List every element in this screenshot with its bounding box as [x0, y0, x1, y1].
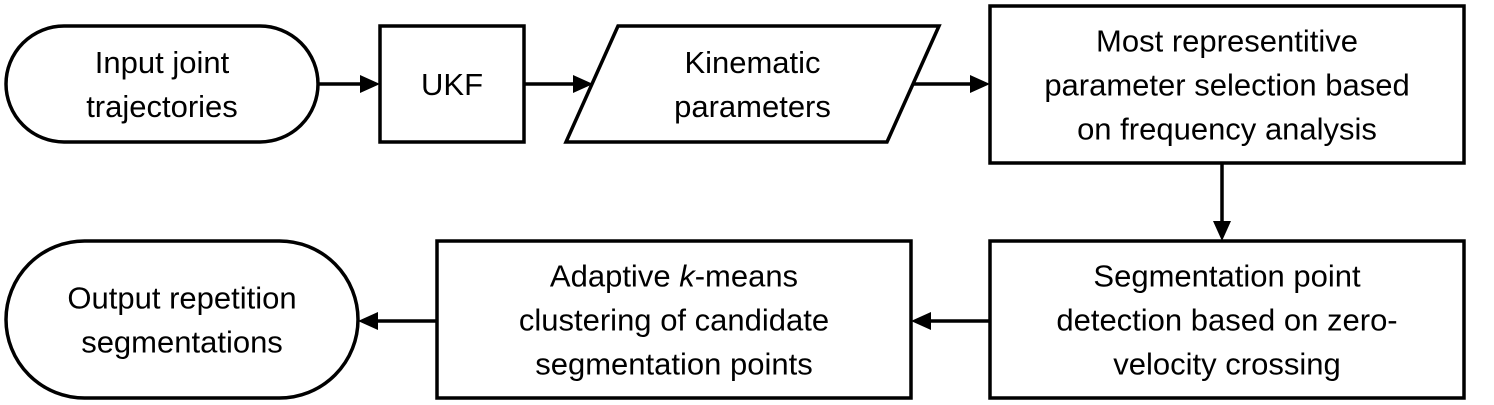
- kmeans-process-shape: [435, 239, 913, 400]
- arrowhead-icon: [358, 312, 378, 330]
- node-output: Output repetition segmentations: [4, 239, 360, 400]
- arrowhead-icon: [573, 75, 593, 93]
- kmeans-label-line-2: clustering of candidate: [519, 303, 829, 338]
- input-label-line-1: Input joint: [95, 45, 230, 80]
- node-kinematic: Kinematic parameters: [563, 24, 942, 144]
- arrowhead-icon: [970, 75, 990, 93]
- node-input: Input joint trajectories: [4, 24, 320, 144]
- arrowhead-icon: [360, 75, 380, 93]
- output-terminal-shape: [4, 239, 360, 400]
- node-selection: Most representitive parameter selection b…: [988, 4, 1466, 165]
- kinematic-label-line-2: parameters: [674, 89, 831, 124]
- ukf-label-line-1: UKF: [421, 67, 483, 102]
- segdetect-label-line-2: detection based on zero-: [1056, 303, 1397, 338]
- output-label-line-1: Output repetition: [67, 281, 296, 316]
- selection-process-shape: [988, 4, 1466, 165]
- arrowhead-icon: [1213, 221, 1231, 241]
- kmeans-label-line-1: Adaptive k-means: [550, 259, 798, 294]
- segdetect-label-line-3: velocity crossing: [1113, 347, 1340, 382]
- input-label-line-2: trajectories: [86, 89, 238, 124]
- arrowhead-icon: [911, 312, 931, 330]
- kinematic-label-line-1: Kinematic: [684, 45, 820, 80]
- arrow-segdetect-to-kmeans: [911, 312, 990, 330]
- arrow-kinematic-to-selection: [912, 75, 990, 93]
- kinematic-data-shape: [563, 24, 942, 144]
- arrow-kmeans-to-output: [358, 312, 437, 330]
- node-ukf: UKF: [378, 24, 526, 144]
- node-kmeans: Adaptive k-means clustering of candidate s…: [435, 239, 913, 400]
- output-label-line-2: segmentations: [81, 325, 283, 360]
- selection-label-line-2: parameter selection based: [1044, 68, 1409, 103]
- arrow-input-to-ukf: [318, 75, 380, 93]
- arrow-ukf-to-kinematic: [524, 75, 593, 93]
- arrow-selection-to-segdetect: [1213, 163, 1231, 241]
- selection-label-line-1: Most representitive: [1096, 24, 1358, 59]
- kmeans-label-line-3: segmentation points: [535, 347, 812, 382]
- selection-label-line-3: on frequency analysis: [1077, 112, 1377, 147]
- segdetect-process-shape: [988, 239, 1466, 400]
- segdetect-label-line-1: Segmentation point: [1093, 259, 1361, 294]
- input-terminal-shape: [4, 24, 320, 144]
- node-segdetect: Segmentation point detection based on zer…: [988, 239, 1466, 400]
